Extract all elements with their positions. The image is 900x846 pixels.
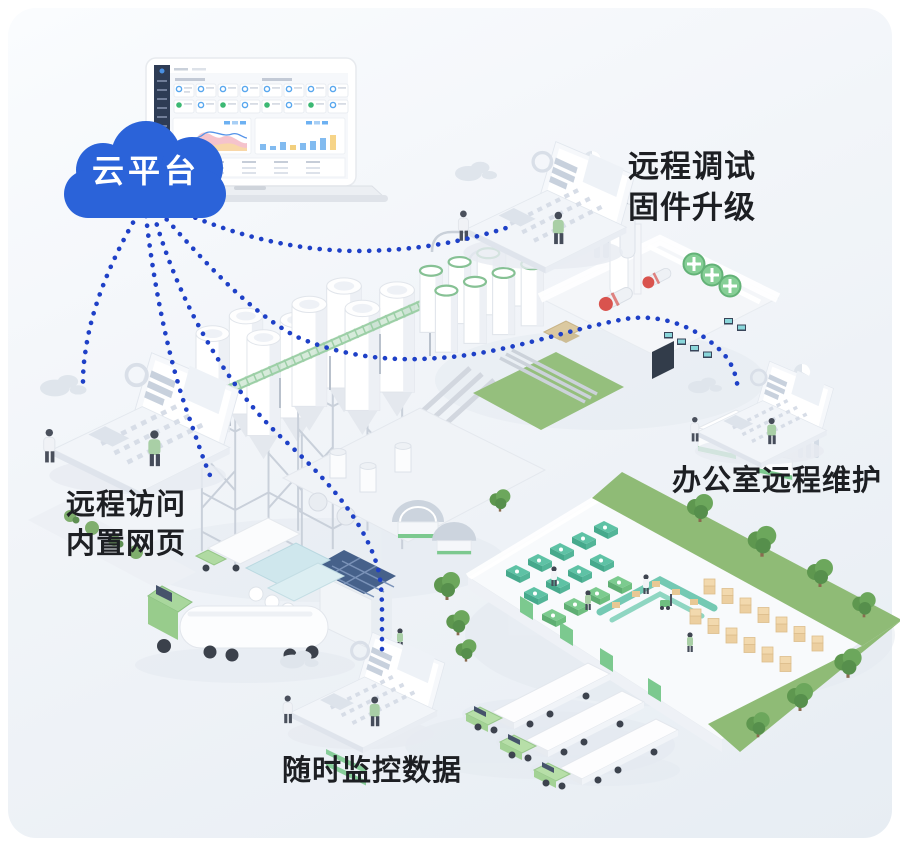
connection-lines: [80, 203, 741, 653]
box-truck: [194, 517, 302, 572]
label-remote-debug: 远程调试 固件升级: [628, 146, 756, 228]
link-to-bottom-terminal: [151, 212, 385, 653]
label-office-maintenance: 办公室远程维护: [672, 465, 883, 497]
label-remote-access-line2: 内置网页: [66, 528, 187, 560]
label-remote-debug-line1: 远程调试: [628, 149, 756, 184]
link-to-top-right-terminal: [165, 203, 509, 254]
perimeter-lawn: [592, 472, 900, 752]
link-to-left-terminal: [80, 211, 141, 385]
link-to-plant-equipment: [143, 213, 215, 483]
bar-chart: [254, 117, 346, 155]
label-remote-access-line1: 远程访问: [66, 489, 187, 521]
courtyard-lawn: [473, 348, 624, 430]
control-room: [652, 318, 746, 379]
cloud-shape: [64, 121, 226, 218]
label-remote-access: 远程访问 内置网页: [66, 486, 186, 564]
label-remote-debug-line2: 固件升级: [628, 190, 756, 225]
arched-shed: [392, 500, 444, 539]
arched-shed: [432, 522, 477, 555]
stat-cards: [173, 83, 349, 114]
packing-conveyor: [596, 576, 718, 623]
terminal-laptop-top-right: [455, 142, 635, 274]
forklift: [660, 594, 672, 610]
cloud-platform-label: 云平台: [91, 153, 200, 189]
side-path: [28, 502, 196, 590]
label-monitoring: 随时监控数据: [282, 755, 463, 787]
